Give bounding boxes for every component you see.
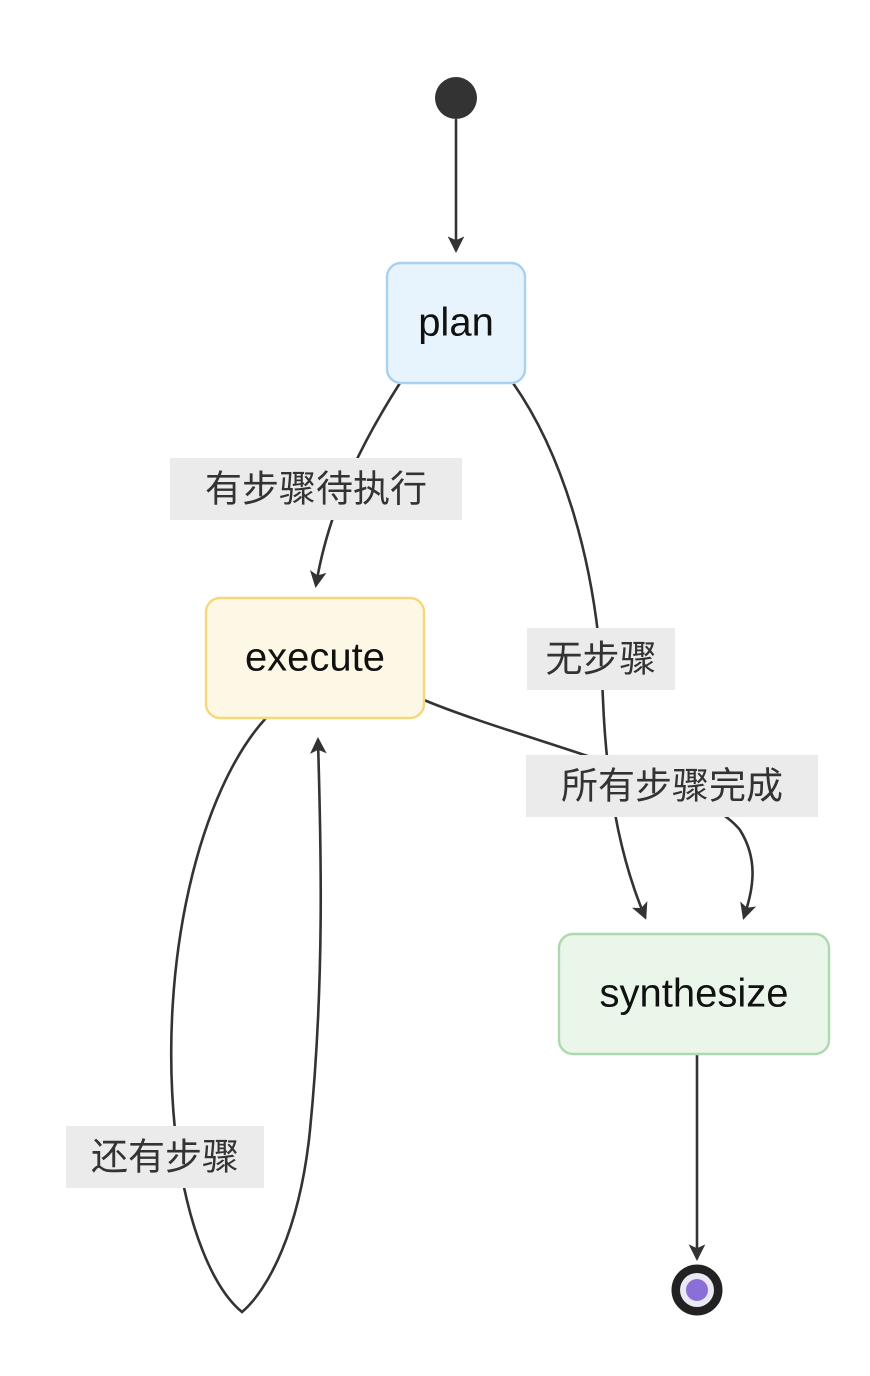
- edge-label-plan-to-execute: 有步骤待执行: [170, 458, 462, 520]
- end-state[interactable]: [671, 1264, 723, 1316]
- start-state[interactable]: [435, 77, 477, 119]
- edge-label-bg: [527, 628, 675, 690]
- synthesize-label: synthesize: [600, 972, 789, 1016]
- edge-label-execute-to-synthesize: 所有步骤完成: [526, 755, 818, 817]
- edge-label-text: 无步骤: [546, 638, 657, 681]
- edge-label-bg: [66, 1126, 264, 1188]
- edge-label-execute-self-loop: 还有步骤: [66, 1126, 264, 1188]
- edge-label-bg: [170, 458, 462, 520]
- start-state-circle[interactable]: [435, 77, 477, 119]
- edge-execute-self-loop: [169, 716, 327, 1314]
- edge-label-text: 有步骤待执行: [205, 468, 427, 511]
- plan-box[interactable]: [385, 261, 527, 385]
- edge-label-plan-to-synthesize: 无步骤: [527, 628, 675, 690]
- node-plan[interactable]: plan: [385, 261, 527, 385]
- execute-label: execute: [245, 636, 385, 680]
- plan-label: plan: [418, 301, 494, 345]
- end-state-ring[interactable]: [671, 1264, 723, 1316]
- execute-box[interactable]: [204, 596, 426, 720]
- edge-label-text: 所有步骤完成: [561, 765, 783, 808]
- end-state-core: [686, 1279, 708, 1301]
- node-execute[interactable]: execute: [204, 596, 426, 720]
- synthesize-box[interactable]: [557, 932, 831, 1056]
- node-synthesize[interactable]: synthesize: [557, 932, 831, 1056]
- edge-label-text: 还有步骤: [91, 1136, 239, 1179]
- edge-label-bg: [526, 755, 818, 817]
- edge-labels-layer: 有步骤待执行 无步骤 所有步骤完成 还有步骤: [66, 458, 818, 1188]
